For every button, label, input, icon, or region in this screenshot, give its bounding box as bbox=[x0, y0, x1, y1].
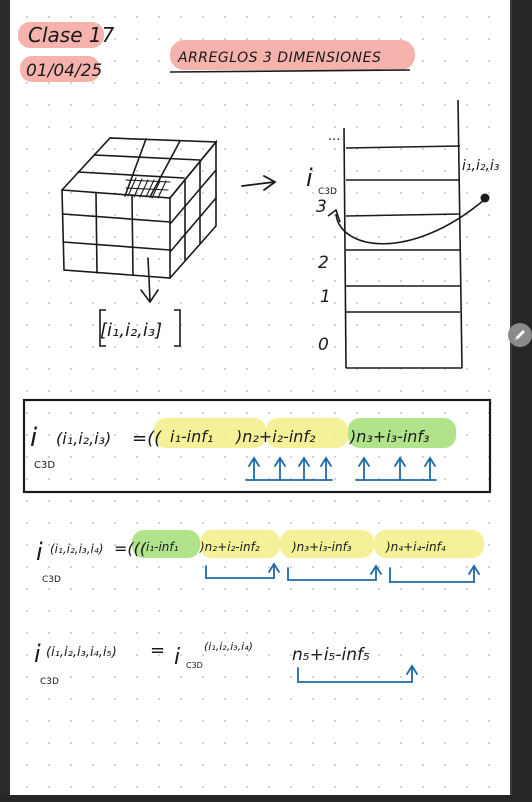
formula-4d-lhs: i bbox=[36, 538, 43, 566]
row-label: 0 bbox=[318, 335, 329, 355]
index-tuple-block: [i₁,i₂,i₃] bbox=[99, 309, 181, 347]
formula-5d-eq: = bbox=[150, 640, 165, 661]
formula-3d-term1: i₁-inf₁ bbox=[170, 427, 213, 446]
column-label-sub: C3D bbox=[318, 187, 337, 197]
formula-5d-rhs-i: i bbox=[174, 645, 180, 670]
row-label: 3 bbox=[316, 197, 327, 217]
formula-5d-rhs-sub: C3D bbox=[186, 661, 203, 670]
formula-4d-term1: i₁-inf₁ bbox=[146, 540, 179, 554]
formula-4d-lhs-sub: C3D bbox=[42, 575, 61, 585]
arrow-to-memory bbox=[241, 175, 277, 191]
formula-5d-arrows bbox=[297, 664, 418, 683]
side-rail bbox=[512, 0, 532, 802]
formula-4d-term2: )n₂+i₂-inf₂ bbox=[199, 540, 260, 554]
rail-border bbox=[510, 0, 512, 802]
formula-3d-term2: )n₂+i₂-inf₂ bbox=[235, 427, 316, 446]
edit-button[interactable] bbox=[508, 323, 532, 347]
formula-3d-lhs: i bbox=[30, 423, 38, 453]
formula-3d-eq: =(( bbox=[132, 428, 162, 449]
heading-block: ARREGLOS 3 DIMENSIONES bbox=[169, 40, 415, 73]
row-label: 2 bbox=[318, 253, 329, 273]
date-title: Clase 17 bbox=[28, 23, 115, 47]
formula-4d-arrows bbox=[205, 562, 480, 583]
formula-3d: i C3D (i₁,i₂,i₃) =(( i₁-inf₁ )n₂+i₂-inf₂… bbox=[22, 398, 492, 494]
column-label: i bbox=[306, 164, 313, 192]
bottom-strip bbox=[0, 795, 532, 802]
date-block: Clase 17 01/04/25 bbox=[18, 22, 115, 82]
formula-4d-term3: )n₃+i₃-inf₃ bbox=[291, 540, 352, 554]
handwritten-notes-canvas: Clase 17 01/04/25 ARREGLOS 3 DIMENSIONES bbox=[18, 22, 500, 687]
row-label: 1 bbox=[320, 287, 331, 307]
notes-page: Clase 17 01/04/25 ARREGLOS 3 DIMENSIONES bbox=[10, 0, 510, 795]
target-label: i₁,i₂,i₃ bbox=[462, 158, 500, 174]
formula-3d-term3: )n₃+i₃-inf₃ bbox=[349, 427, 429, 446]
row-label: ... bbox=[328, 129, 340, 144]
row-labels: ... 3 2 1 0 bbox=[316, 129, 340, 355]
index-tuple: [i₁,i₂,i₃] bbox=[100, 320, 162, 341]
formula-3d-lhs-sub: C3D bbox=[34, 460, 55, 471]
cube-sketch bbox=[61, 137, 218, 304]
formula-4d: i C3D (i₁,i₂,i₃,i₄) =((( i₁-inf₁ )n₂+i₂-… bbox=[36, 530, 484, 585]
formula-5d-args: (i₁,i₂,i₃,i₄,i₅) bbox=[46, 645, 117, 660]
formula-5d-tail: n₅+i₅-inf₅ bbox=[292, 645, 370, 665]
date-text: 01/04/25 bbox=[26, 61, 102, 81]
formula-5d: i C3D (i₁,i₂,i₃,i₄,i₅) = i C3D (i₁,i₂,i₃… bbox=[34, 640, 418, 687]
formula-5d-lhs: i bbox=[34, 640, 41, 668]
target-dot bbox=[480, 193, 490, 203]
page-heading: ARREGLOS 3 DIMENSIONES bbox=[177, 50, 381, 66]
formula-4d-eq: =((( bbox=[114, 539, 147, 558]
formula-3d-arrows bbox=[245, 456, 437, 481]
formula-5d-lhs-sub: C3D bbox=[40, 677, 59, 687]
memory-column bbox=[327, 99, 485, 369]
formula-4d-args: (i₁,i₂,i₃,i₄) bbox=[50, 542, 103, 556]
formula-4d-term4: )n₄+i₄-inf₄ bbox=[385, 540, 446, 554]
formula-3d-args: (i₁,i₂,i₃) bbox=[56, 429, 111, 448]
pencil-icon bbox=[515, 330, 525, 340]
formula-5d-rhs-args: (i₁,i₂,i₃,i₄) bbox=[204, 640, 253, 653]
